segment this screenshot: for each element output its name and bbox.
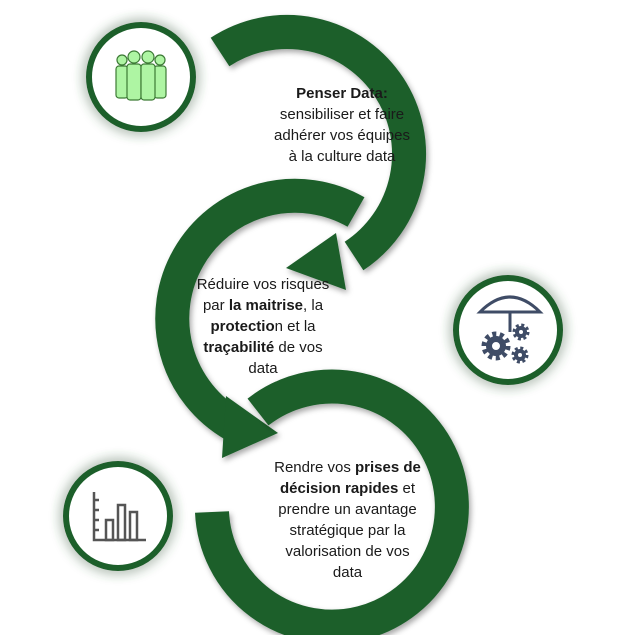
step-3-line: prendre un avantage — [278, 501, 417, 518]
step-2-line: n et la — [274, 318, 316, 335]
people-badge — [86, 22, 196, 132]
step-2-emphasis: traçabilité — [203, 339, 275, 356]
arc-3-band — [195, 369, 469, 635]
step-2-emphasis: la maitrise — [228, 297, 304, 314]
step-3-text: Rendre vos prises de décision rapides et… — [255, 457, 440, 583]
arc-1-band — [210, 14, 427, 271]
step-2-line: data — [248, 360, 278, 377]
step-1-line: sensibiliser et faire — [279, 106, 405, 123]
people-icon — [115, 50, 167, 101]
chart-badge — [63, 461, 173, 571]
step-2-line: de vos — [274, 339, 323, 356]
umbrella-gears-icon — [476, 295, 544, 364]
arc-step-1 — [210, 14, 427, 290]
step-1-text: Penser Data: sensibiliser et faire adhér… — [252, 83, 432, 167]
step-3-line: Rendre vos — [274, 459, 355, 476]
arc-2-arrowhead — [222, 396, 278, 458]
step-2-line: Réduire vos risques — [196, 276, 330, 293]
step-2-text: Réduire vos risques par la maitrise, la … — [158, 274, 368, 379]
step-1-title: Penser Data: — [296, 85, 388, 102]
umbrella-gears-badge — [453, 275, 563, 385]
step-1-line: adhérer vos équipes — [274, 127, 410, 144]
step-2-emphasis: protectio — [210, 318, 275, 335]
step-3-emphasis: prises de — [355, 459, 421, 476]
step-2-line: par — [202, 297, 229, 314]
step-3-emphasis: décision rapides — [279, 480, 399, 497]
arc-step-3 — [195, 369, 469, 635]
bar-chart-icon — [92, 492, 146, 542]
step-1-line: à la culture data — [288, 148, 396, 165]
step-2-line: , la — [303, 297, 324, 314]
step-3-line: stratégique par la — [289, 522, 406, 539]
arc-step-2 — [155, 178, 365, 458]
arc-2-band — [155, 178, 365, 440]
step-3-line: data — [332, 564, 363, 581]
step-3-line: et — [398, 480, 416, 497]
arc-1-arrowhead — [286, 233, 346, 290]
step-3-line: valorisation de vos — [285, 543, 410, 560]
